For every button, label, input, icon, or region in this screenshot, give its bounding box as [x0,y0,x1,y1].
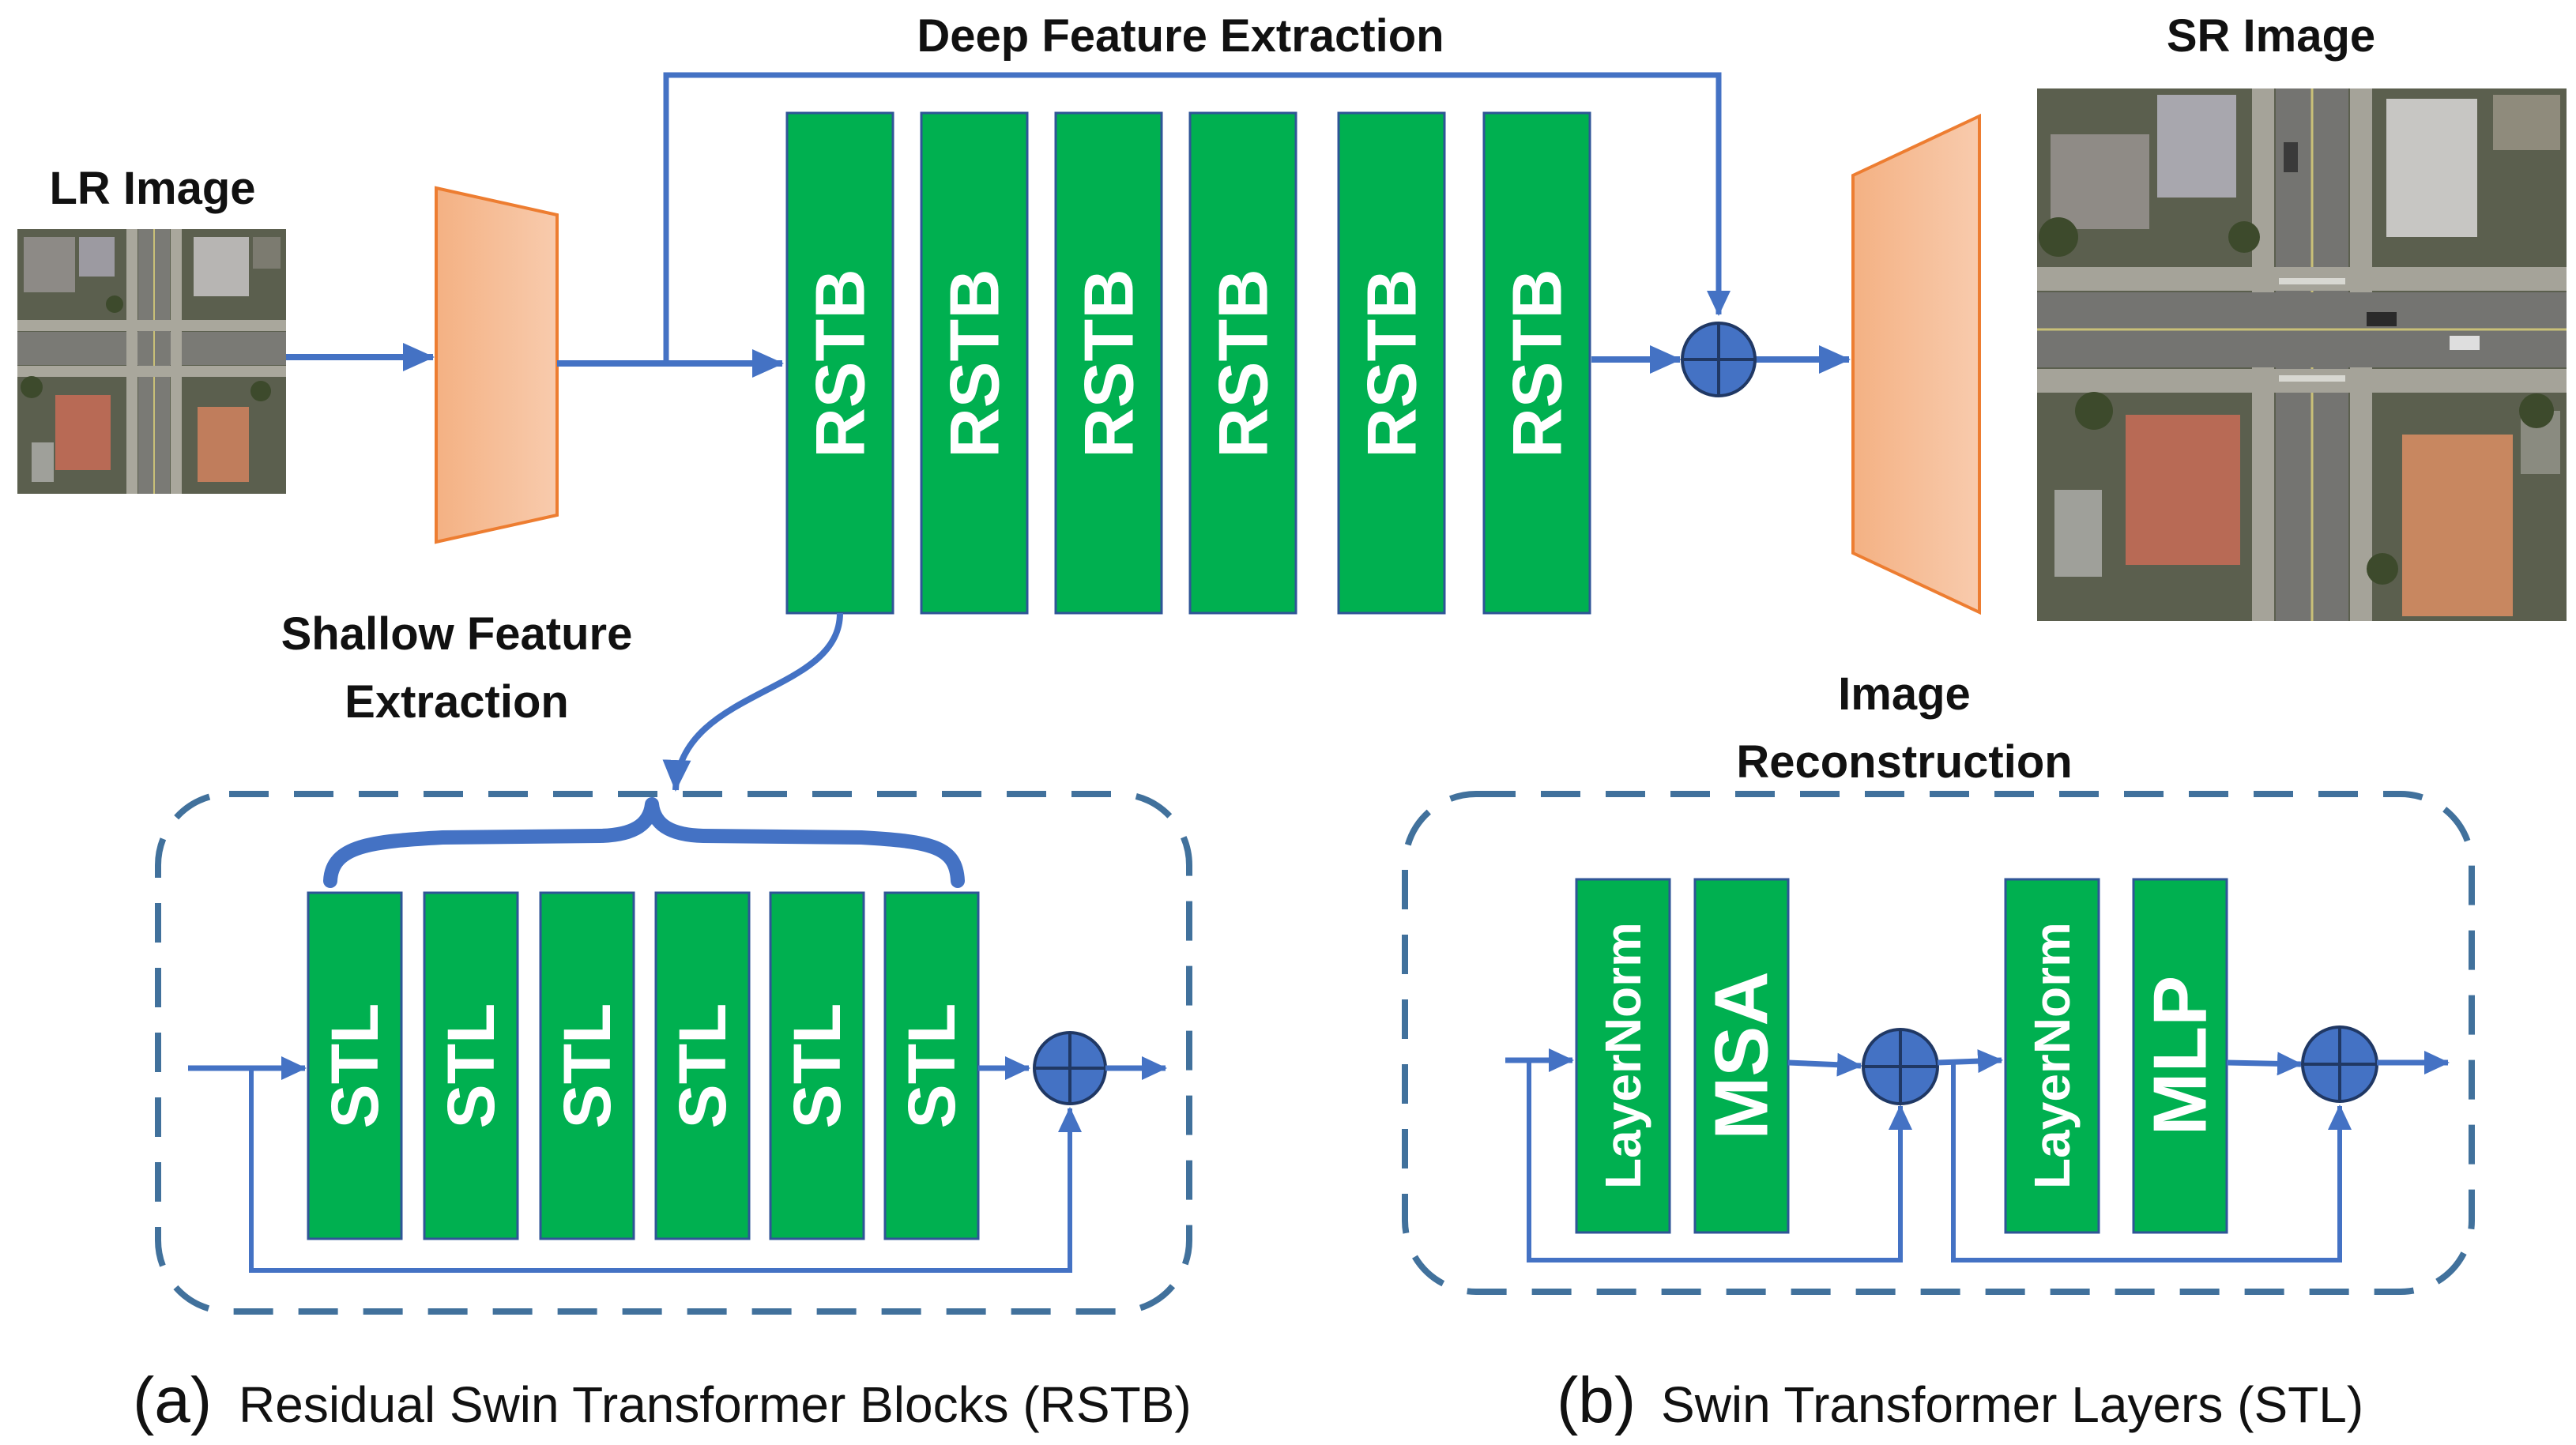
shallow-feature-extractor [435,186,559,544]
image-reconstruction-label-line1: Image [1838,668,1971,720]
stl-block-4-label: STL [665,1003,740,1129]
sr-image [2037,88,2567,621]
caption-a-marker: (a) [133,1364,212,1436]
stl-block-3-label: STL [550,1003,624,1129]
arrow-mlp-to-sum [2226,1052,2303,1076]
stl-block-3: STL [539,891,635,1240]
stl-block-4: STL [654,891,751,1240]
arrow-msa-to-sum [1787,1052,1862,1077]
rstb-block-4-label: RSTB [1204,269,1282,458]
rstb-block-4: RSTB [1188,111,1297,615]
stl-block-2: STL [423,891,519,1240]
rstb-skip-connection [249,1068,1082,1273]
mlp-block: MLP [2132,878,2228,1234]
caption-b-marker: (b) [1557,1364,1636,1436]
mlp-skip-connection [1951,1063,2352,1262]
stl-block-5-label: STL [780,1003,854,1129]
stl-block-5: STL [769,891,865,1240]
brace-icon [323,797,965,888]
arrow-into-layernorm2 [1937,1049,2003,1074]
deep-feature-label: Deep Feature Extraction [917,10,1444,62]
rstb-block-2: RSTB [920,111,1029,615]
lr-image-label: LR Image [49,163,255,214]
panel-b-border [1402,791,2475,1295]
rstb-block-1: RSTB [785,111,894,615]
image-reconstruction-label-line2: Reconstruction [1736,736,2072,788]
stl-block-2-label: STL [434,1003,508,1129]
layernorm2-label: LayerNorm [2024,922,2081,1189]
shallow-feature-label-line1: Shallow Feature [281,608,633,660]
rstb-block-5: RSTB [1337,111,1446,615]
caption-a-text: Residual Swin Transformer Blocks (RSTB) [239,1376,1192,1433]
circled-plus-icon [1681,322,1757,397]
image-reconstruction-module [1851,113,1981,615]
stl-block-1: STL [307,891,403,1240]
msa-block: MSA [1693,878,1790,1234]
shallow-feature-label-line2: Extraction [345,676,569,728]
rstb-block-1-label: RSTB [801,269,879,458]
layernorm1-label: LayerNorm [1595,922,1651,1189]
stl-stack: STL STL STL STL STL STL [307,891,980,1240]
rstb-block-3-label: RSTB [1070,269,1148,458]
rstb-block-5-label: RSTB [1353,269,1431,458]
arrow-rstb-to-detail [662,612,843,792]
layernorm2-block: LayerNorm [2004,878,2100,1234]
global-skip-connection [663,72,1731,363]
rstb-block-6-label: RSTB [1498,269,1576,458]
lr-image [17,229,286,494]
panel-a-border [155,791,1192,1315]
stl-block-6: STL [883,891,980,1240]
rstb-stack: RSTB RSTB RSTB RSTB RSTB RSTB [785,111,1591,615]
msa-label: MSA [1700,971,1784,1139]
circled-plus-icon [1862,1028,1939,1105]
circled-plus-icon [2301,1025,2378,1103]
sr-image-label: SR Image [2167,10,2375,62]
stl-block-1-label: STL [318,1003,392,1129]
caption-b-text: Swin Transformer Layers (STL) [1661,1376,2363,1433]
msa-skip-connection [1527,1060,1912,1262]
layernorm1-block: LayerNorm [1575,878,1671,1234]
circled-plus-icon [1033,1031,1107,1105]
stl-block-6-label: STL [894,1003,969,1129]
mlp-label: MLP [2138,976,2223,1136]
rstb-block-3: RSTB [1054,111,1163,615]
rstb-block-6: RSTB [1482,111,1591,615]
rstb-block-2-label: RSTB [936,269,1014,458]
